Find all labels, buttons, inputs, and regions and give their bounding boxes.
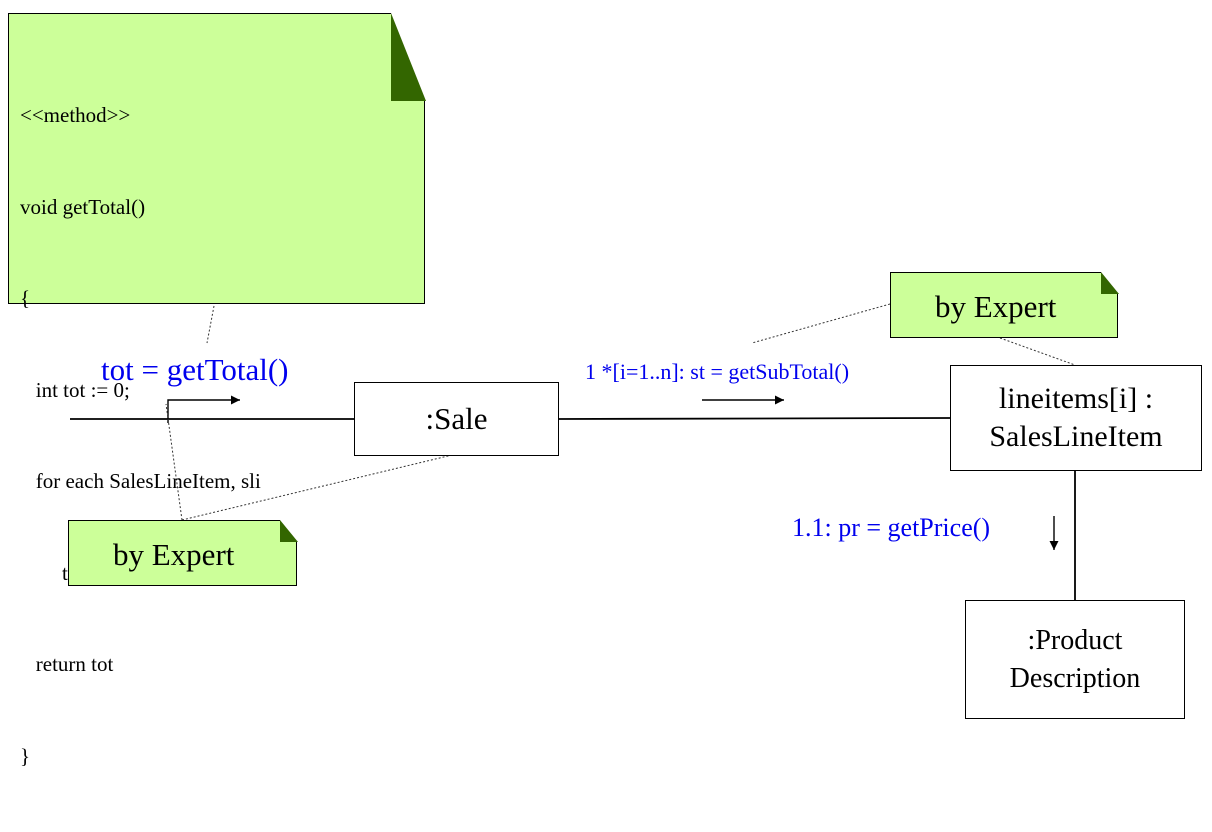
note-fold-corner (390, 12, 426, 101)
expert-right-anchor-to-lineitems (999, 337, 1076, 366)
get-total-message: tot = getTotal() (101, 352, 289, 387)
method-note-line: int tot := 0; (20, 377, 130, 402)
expert-note-right: by Expert (890, 271, 1119, 338)
lineitems-object-label: lineitems[i] : (998, 382, 1154, 415)
expert-note-left-label: by Expert (113, 537, 235, 572)
method-note: <<method>> void getTotal() { int tot := … (8, 12, 426, 768)
note-fold-corner (1100, 271, 1119, 294)
method-note-code: <<method>> void getTotal() { int tot := … (20, 39, 297, 832)
diagram-connectors (70, 303, 1076, 600)
method-note-line: return tot (20, 652, 114, 676)
note-fold-corner (279, 519, 298, 542)
method-note-line: { (20, 286, 31, 310)
product-description-object-label: Description (1009, 662, 1141, 694)
expert-note-left: by Expert (68, 519, 298, 586)
product-description-object-label: :Product (1027, 624, 1123, 656)
expert-note-right-label: by Expert (935, 289, 1057, 324)
method-note-line: for each SalesLineItem, sli (20, 469, 261, 493)
sale-object: :Sale (354, 382, 559, 456)
get-subtotal-message: 1 *[i=1..n]: st = getSubTotal() (585, 359, 850, 384)
product-description-object: :Product Description (965, 600, 1185, 719)
link-sale-to-lineitems (557, 417, 951, 420)
expert-right-anchor-to-message (751, 303, 891, 344)
method-note-line: <<method>> (20, 103, 131, 127)
get-price-message: 1.1: pr = getPrice() (792, 513, 991, 542)
sale-object-label: :Sale (425, 401, 488, 436)
method-note-line: void getTotal() (20, 194, 146, 219)
lineitems-object: lineitems[i] : SalesLineItem (950, 365, 1202, 471)
method-note-line: } (20, 743, 31, 768)
lineitems-object-label: SalesLineItem (989, 420, 1163, 453)
expert-left-anchor-to-message (165, 403, 183, 521)
